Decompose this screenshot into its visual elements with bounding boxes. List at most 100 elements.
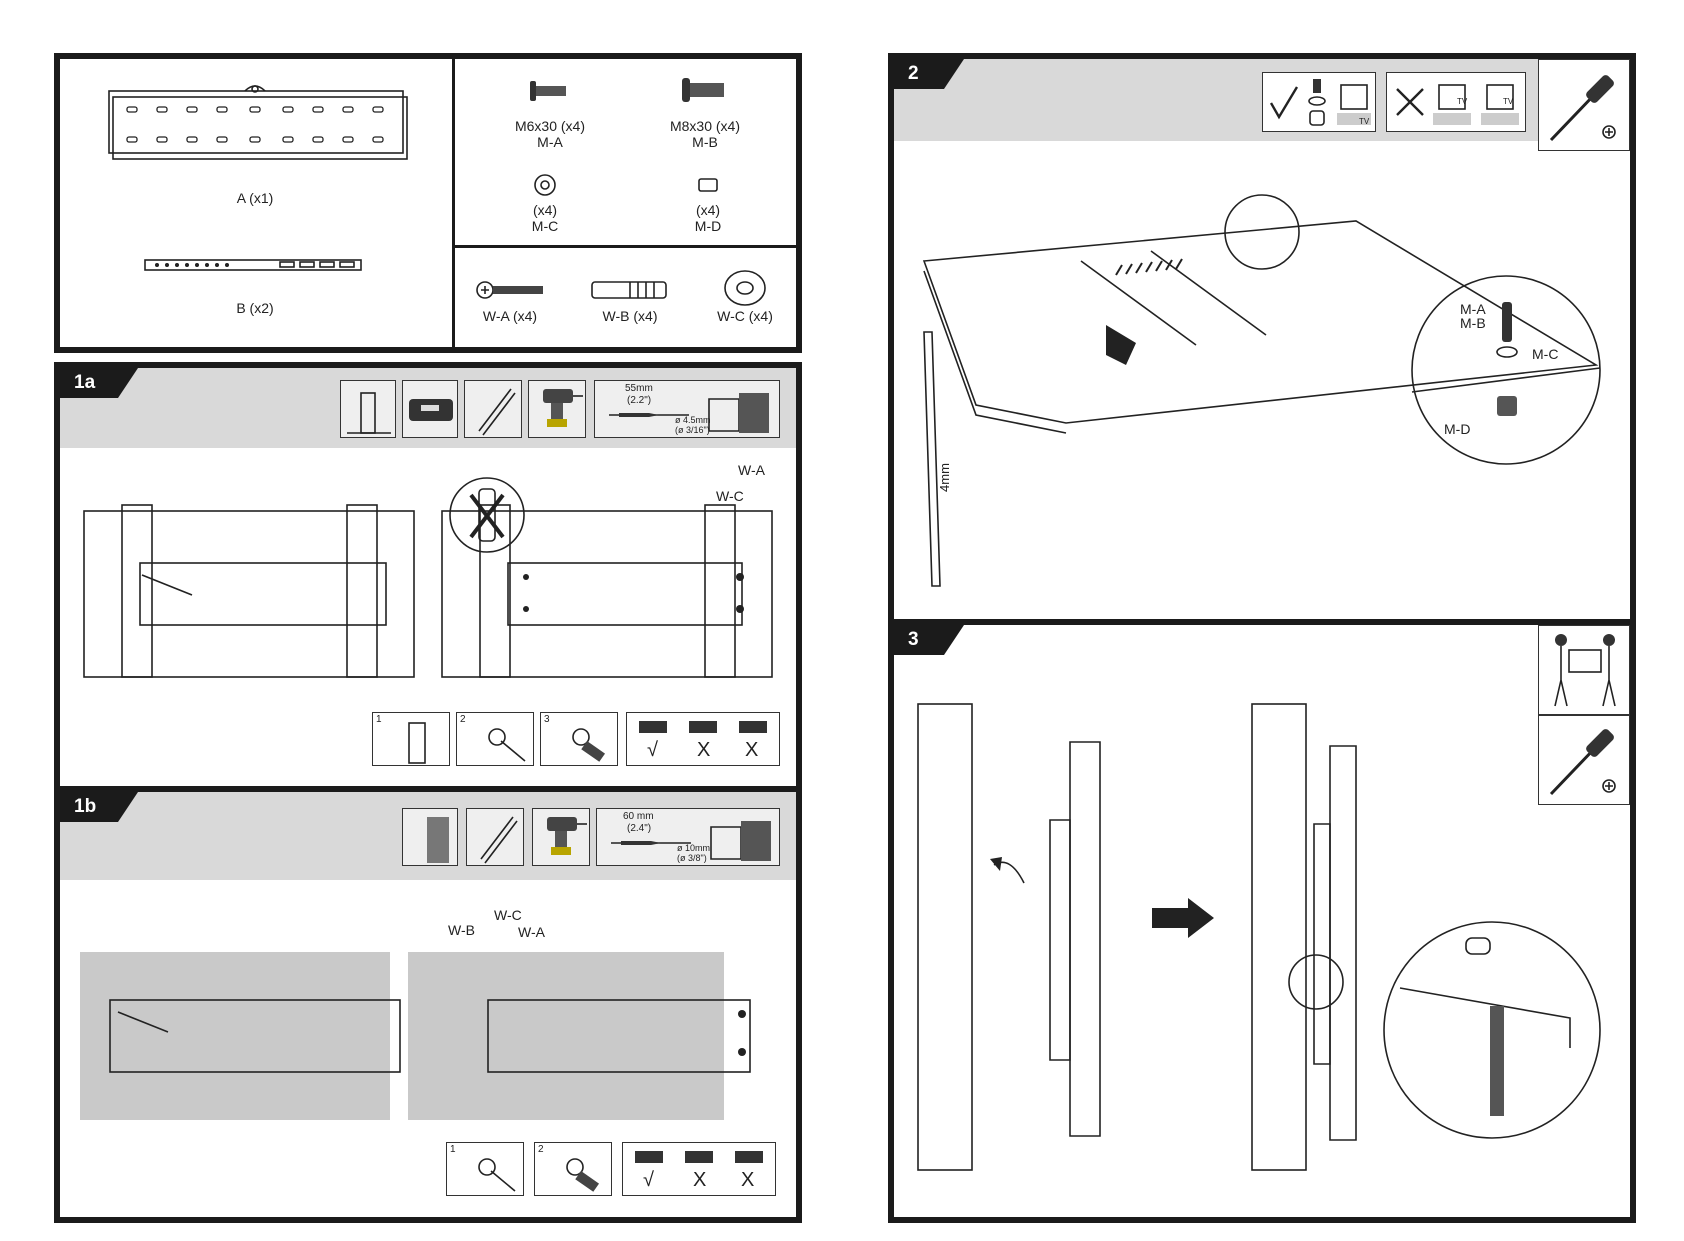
step-2-md-label: M-D [1444,421,1471,437]
drill-depth-in-label-1b: (2.4") [627,823,652,834]
step-1b-bracket-right [487,999,751,1073]
tv-tag-2: TV [1457,97,1468,106]
pencil-icon [478,388,516,436]
step-3-hook-zoom-small [1288,954,1344,1010]
stud-finder-icon [409,399,453,421]
washer-mc-qty: (x4) [532,202,558,218]
stud-finder-tool-box [402,380,458,438]
bracket-b-label: B (x2) [236,300,274,316]
washer-mc-icon [534,174,556,196]
drill-icon-1b [547,817,587,855]
step-3-wall-left [917,703,973,1171]
detail-magnifier-circle [1411,275,1601,465]
step-1a-seq-1: 1 [376,714,382,725]
mark-hole-icon-1b [478,1158,516,1192]
step-1b-seq-1: 1 [450,1144,456,1155]
screw-m8-label: M8x30 (x4) [669,118,741,134]
step-1a-stud-wall-left [83,504,415,678]
drill-depth-label: 55mm [625,383,653,394]
step-3-panel [888,619,1636,1223]
anchor-wb-icon [591,281,667,299]
step-1a-tab: 1a [60,368,138,398]
step-2-tab: 2 [894,59,964,89]
detail-small-circle [1224,194,1300,270]
two-person-lift-icon [1554,634,1616,707]
screwdriver-icon [1549,75,1616,142]
drill-dia-in-label: (ø 3/16") [675,425,710,435]
pencil-tool-box-1b [466,808,524,866]
wood-screw-wa-icon [476,281,543,299]
step-1a-seq-box-2: 2 [456,712,534,766]
lift-arrow-icon [990,857,1025,884]
drill-bit-diagram [609,393,769,433]
drill-depth-tool-box: 55mm (2.2") ø 4.5mm (ø 3/16") [594,380,780,438]
step-1a-seq-box-1: 1 [372,712,450,766]
washer-mc-code: M-C [531,218,559,234]
step-2-gap-label: 4mm [936,463,952,492]
drill-dia-label-1b: ø 10mm [677,843,711,853]
mark-hole-icon [488,728,526,762]
drill-depth-tool-box-1b: 60 mm (2.4") ø 10mm (ø 3/8") [596,808,780,866]
bracket-a-drawing [108,85,408,160]
concrete-wall-right [408,952,724,1120]
concrete-wall-left [80,952,390,1120]
tv-mount-wrong-icon-2 [1481,84,1519,125]
next-arrow-icon [1152,898,1214,938]
spacer-md-icon [698,178,718,192]
screw-m6-label: M6x30 (x4) [514,118,586,134]
tv-back-drawing [922,220,1599,434]
drill-tool-box-1b [532,808,590,866]
screw-m8-code: M-B [692,134,718,150]
step-3-tv-left [1049,741,1101,1137]
step-1b-seq-2: 2 [538,1144,544,1155]
wood-screw-wa-label: W-A (x4) [482,308,538,324]
step-3-tv-right [1313,745,1357,1141]
step-2-mb-label: M-B [1460,315,1486,331]
step-1b-wb-label: W-B [448,922,475,938]
wrong-hardware-box: TV TV [1386,72,1526,132]
washer-wc-icon [724,270,766,306]
step-1b-tab: 1b [60,792,138,822]
tv-mount-wrong-icon-1 [1433,84,1471,125]
drill-dia-label: ø 4.5mm [675,415,711,425]
screw-m6-icon [530,81,566,101]
step-1a-cross-1: X [697,739,711,761]
drill-hole-icon [572,728,606,762]
bracket-b-drawing [144,259,362,271]
tv-mount-icon [1337,84,1371,125]
step-1b-bracket-left [109,999,401,1073]
spacer-md-code: M-D [694,218,722,234]
screwdriver-box-2 [1538,59,1630,151]
step-1b-seq-box-2: 2 [534,1142,612,1196]
step-1a-check: √ [647,739,658,761]
screw-m6-code: M-A [537,134,563,150]
drill-depth-in-label: (2.2") [627,395,652,406]
step-1a-wa-label: W-A [738,462,765,478]
pencil-icon-1b [480,816,518,864]
tv-tag-1: TV [1359,117,1370,126]
parts-divider-h [452,245,796,248]
correct-hardware-box: TV [1262,72,1376,132]
drill-bit-diagram-1b [611,821,771,861]
level-icons [639,721,767,733]
concrete-wall-tool-box [402,808,458,866]
step-3-tab: 3 [894,625,964,655]
step-1b-wc-label: W-C [494,907,522,923]
no-anchor-icon [449,477,525,553]
tv-tag-3: TV [1503,97,1514,106]
concrete-wall-icon [427,817,449,863]
screwdriver-icon-3 [1549,729,1616,796]
step-1a-seq-box-3: 3 [540,712,618,766]
washer-wc-label: W-C (x4) [717,308,773,324]
step-1a-wc-label: W-C [716,488,744,504]
step-1b-wa-label: W-A [518,924,545,940]
step-1b-cross-1: X [693,1169,707,1191]
drill-tool-box [528,380,586,438]
pencil-tool-box [464,380,522,438]
cross-mark-icon [1396,88,1424,116]
drill-icon [543,389,583,427]
bracket-a-label: A (x1) [236,190,274,206]
tv-side-profile [923,331,941,587]
step-1a-seq-2: 2 [460,714,466,725]
anchor-wb-label: W-B (x4) [602,308,658,324]
